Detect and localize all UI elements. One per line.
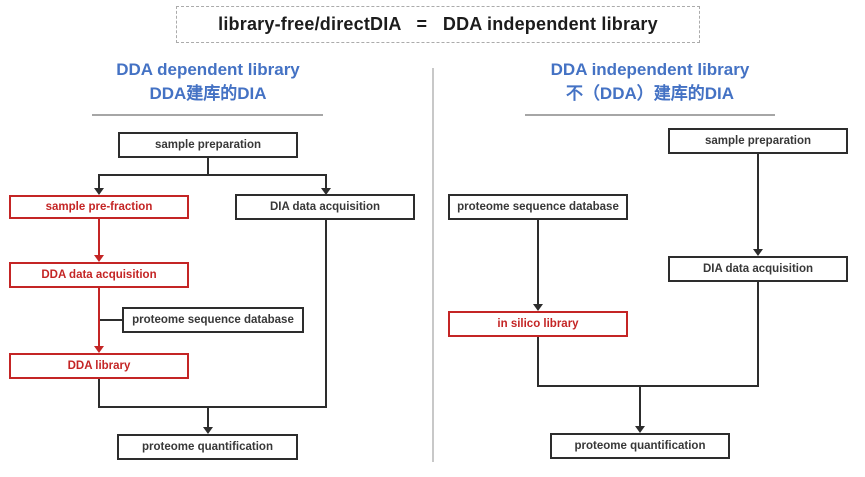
right-arrowhead-diaacq bbox=[753, 249, 763, 256]
left-arrowhead-ddalib bbox=[94, 346, 104, 353]
right-edge-merge-horizontal bbox=[537, 385, 759, 387]
left-node-dia-data-acquisition-label: DIA data acquisition bbox=[269, 201, 381, 213]
right-node-in-silico-library: in silico library bbox=[448, 311, 628, 337]
left-node-dda-library: DDA library bbox=[9, 353, 189, 379]
left-arrowhead-diaacq bbox=[321, 188, 331, 195]
right-edge-merge-down bbox=[639, 385, 641, 426]
title-banner: library-free/directDIA = DDA independent… bbox=[176, 6, 700, 43]
left-node-proteome-quantification: proteome quantification bbox=[117, 434, 298, 460]
right-edge-insilico-down bbox=[537, 337, 539, 387]
left-heading-line1: DDA dependent library bbox=[116, 60, 300, 79]
left-edge-psd-connector bbox=[100, 319, 123, 321]
right-arrowhead-insilico bbox=[533, 304, 543, 311]
left-panel-heading: DDA dependent library DDA建库的DIA bbox=[58, 58, 358, 106]
right-node-in-silico-library-label: in silico library bbox=[497, 318, 579, 330]
right-node-proteome-quantification: proteome quantification bbox=[550, 433, 730, 459]
left-node-proteome-sequence-database: proteome sequence database bbox=[122, 307, 304, 333]
left-node-dda-data-acquisition: DDA data acquisition bbox=[9, 262, 189, 288]
left-edge-merge-horizontal bbox=[98, 406, 327, 408]
left-edge-branch-left bbox=[98, 174, 100, 188]
left-node-dia-data-acquisition: DIA data acquisition bbox=[235, 194, 415, 220]
left-node-sample-preparation-label: sample preparation bbox=[154, 139, 262, 151]
right-node-dia-data-acquisition-label: DIA data acquisition bbox=[702, 263, 814, 275]
left-node-proteome-sequence-database-label: proteome sequence database bbox=[132, 314, 294, 326]
right-arrowhead-quantification bbox=[635, 426, 645, 433]
right-edge-psd-insilico bbox=[537, 220, 539, 304]
right-node-sample-preparation: sample preparation bbox=[668, 128, 848, 154]
left-heading-line2: DDA建库的DIA bbox=[149, 84, 267, 103]
right-heading-line2: 不（DDA）建库的DIA bbox=[565, 84, 735, 103]
right-node-dia-data-acquisition: DIA data acquisition bbox=[668, 256, 848, 282]
left-edge-branch-right bbox=[325, 174, 327, 188]
title-text: library-free/directDIA = DDA independent… bbox=[218, 14, 658, 34]
left-edge-sampleprep-down bbox=[207, 158, 209, 175]
left-arrowhead-ddaacq bbox=[94, 255, 104, 262]
left-edge-branch-horizontal bbox=[98, 174, 327, 176]
left-arrowhead-prefraction bbox=[94, 188, 104, 195]
right-edge-diaacq-down bbox=[757, 282, 759, 387]
left-edge-ddalib-down bbox=[98, 379, 100, 408]
left-node-sample-pre-fraction: sample pre-fraction bbox=[9, 195, 189, 219]
left-node-sample-pre-fraction-label: sample pre-fraction bbox=[45, 201, 153, 213]
left-arrowhead-quantification bbox=[203, 427, 213, 434]
panel-divider bbox=[432, 68, 434, 462]
left-node-dda-data-acquisition-label: DDA data acquisition bbox=[41, 269, 157, 281]
left-node-proteome-quantification-label: proteome quantification bbox=[142, 441, 273, 453]
right-heading-underline bbox=[525, 114, 775, 116]
right-node-proteome-sequence-database: proteome sequence database bbox=[448, 194, 628, 220]
right-node-proteome-sequence-database-label: proteome sequence database bbox=[457, 201, 619, 213]
right-panel-heading: DDA independent library 不（DDA）建库的DIA bbox=[500, 58, 800, 106]
left-edge-ddaacq-ddalib bbox=[98, 288, 100, 346]
right-node-proteome-quantification-label: proteome quantification bbox=[574, 440, 706, 452]
left-edge-prefraction-ddaacq bbox=[98, 219, 100, 255]
left-edge-diaacq-down bbox=[325, 220, 327, 408]
right-heading-line1: DDA independent library bbox=[550, 60, 750, 79]
left-heading-underline bbox=[92, 114, 323, 116]
left-edge-merge-down bbox=[207, 406, 209, 427]
left-node-sample-preparation: sample preparation bbox=[118, 132, 298, 158]
right-edge-sampleprep-diaacq bbox=[757, 154, 759, 249]
left-node-dda-library-label: DDA library bbox=[67, 360, 131, 372]
right-node-sample-preparation-label: sample preparation bbox=[704, 135, 812, 147]
